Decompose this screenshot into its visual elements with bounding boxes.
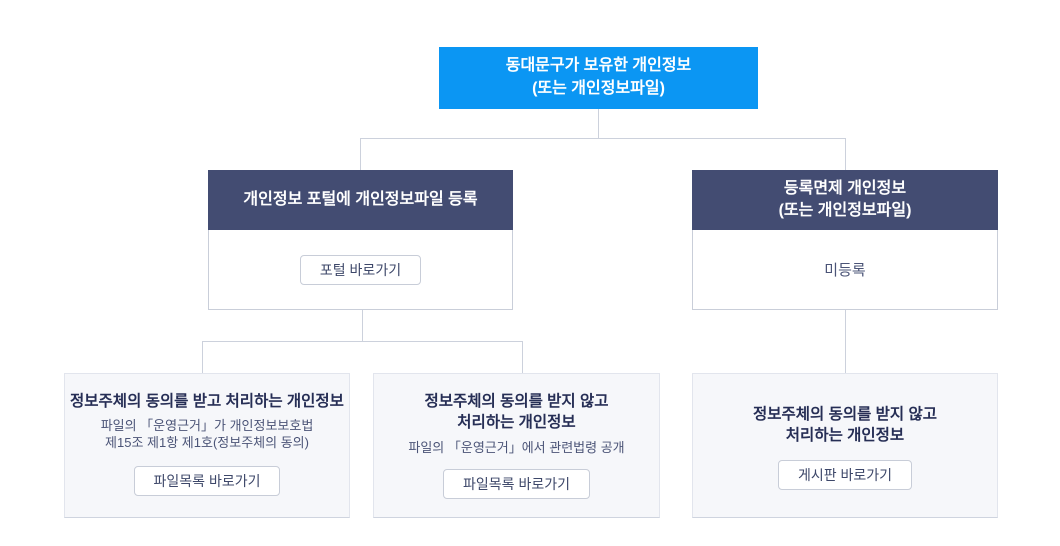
registration-exempt-card: 등록면제 개인정보 (또는 개인정보파일) 미등록 — [692, 170, 998, 310]
no-consent-processed-title: 정보주체의 동의를 받지 않고 처리하는 개인정보 — [424, 391, 608, 434]
registration-exempt-body: 미등록 — [692, 230, 998, 310]
consent-processed-title: 정보주체의 동의를 받고 처리하는 개인정보 — [70, 393, 344, 410]
connector-portal-stub — [360, 138, 361, 171]
consent-file-list-button[interactable]: 파일목록 바로가기 — [133, 465, 281, 496]
unregistered-label: 미등록 — [824, 262, 866, 279]
no-consent-title-line2: 처리하는 개인정보 — [457, 414, 576, 432]
portal-registration-card: 개인정보 포털에 개인정보파일 등록 포털 바로가기 — [208, 170, 513, 310]
connector-level2-horizontal — [202, 341, 523, 342]
registration-exempt-header-line1: 등록면제 개인정보 — [783, 180, 907, 198]
consent-processed-desc: 파일의 「운영근거」가 개인정보보호법 제15조 제1항 제1호(정보주체의 동… — [101, 418, 314, 451]
consent-processed-card: 정보주체의 동의를 받고 처리하는 개인정보 파일의 「운영근거」가 개인정보보… — [64, 373, 350, 518]
no-consent-file-list-button[interactable]: 파일목록 바로가기 — [443, 469, 590, 500]
connector-level1-horizontal — [360, 138, 846, 139]
root-node-owned-personal-info: 동대문구가 보유한 개인정보 (또는 개인정보파일) — [439, 47, 758, 109]
connector-exempt-stub — [845, 138, 846, 171]
no-consent-processed-card: 정보주체의 동의를 받지 않고 처리하는 개인정보 파일의 「운영근거」에서 관… — [373, 373, 660, 518]
registration-exempt-header: 등록면제 개인정보 (또는 개인정보파일) — [692, 170, 998, 230]
exempt-no-consent-card: 정보주체의 동의를 받지 않고 처리하는 개인정보 게시판 바로가기 — [692, 373, 998, 518]
portal-registration-body: 포털 바로가기 — [208, 230, 513, 310]
root-title-line2: (또는 개인정보파일) — [532, 80, 665, 97]
connector-root-down — [598, 109, 599, 138]
connector-consent-stub — [202, 341, 203, 373]
connector-exempt-down — [845, 310, 846, 373]
portal-link-button[interactable]: 포털 바로가기 — [299, 254, 422, 285]
exempt-no-consent-title-line2: 처리하는 개인정보 — [785, 427, 905, 445]
connector-portal-down — [362, 310, 363, 341]
root-title-line1: 동대문구가 보유한 개인정보 — [505, 57, 692, 75]
exempt-no-consent-title: 정보주체의 동의를 받지 않고 처리하는 개인정보 — [753, 404, 937, 447]
connector-no-consent-stub — [522, 341, 523, 373]
no-consent-title-line1: 정보주체의 동의를 받지 않고 — [424, 393, 609, 410]
consent-processed-desc-line2: 제15조 제1항 제1호(정보주체의 동의) — [105, 435, 309, 450]
board-link-button[interactable]: 게시판 바로가기 — [777, 459, 913, 490]
no-consent-processed-desc: 파일의 「운영근거」에서 관련법령 공개 — [408, 439, 625, 455]
portal-registration-header-label: 개인정보 포털에 개인정보파일 등록 — [243, 191, 478, 209]
registration-exempt-header-line2: (또는 개인정보파일) — [778, 202, 912, 219]
exempt-no-consent-title-line1: 정보주체의 동의를 받지 않고 — [752, 406, 938, 423]
portal-registration-header: 개인정보 포털에 개인정보파일 등록 — [208, 170, 513, 230]
consent-processed-desc-line1: 파일의 「운영근거」가 개인정보보호법 — [100, 418, 314, 434]
